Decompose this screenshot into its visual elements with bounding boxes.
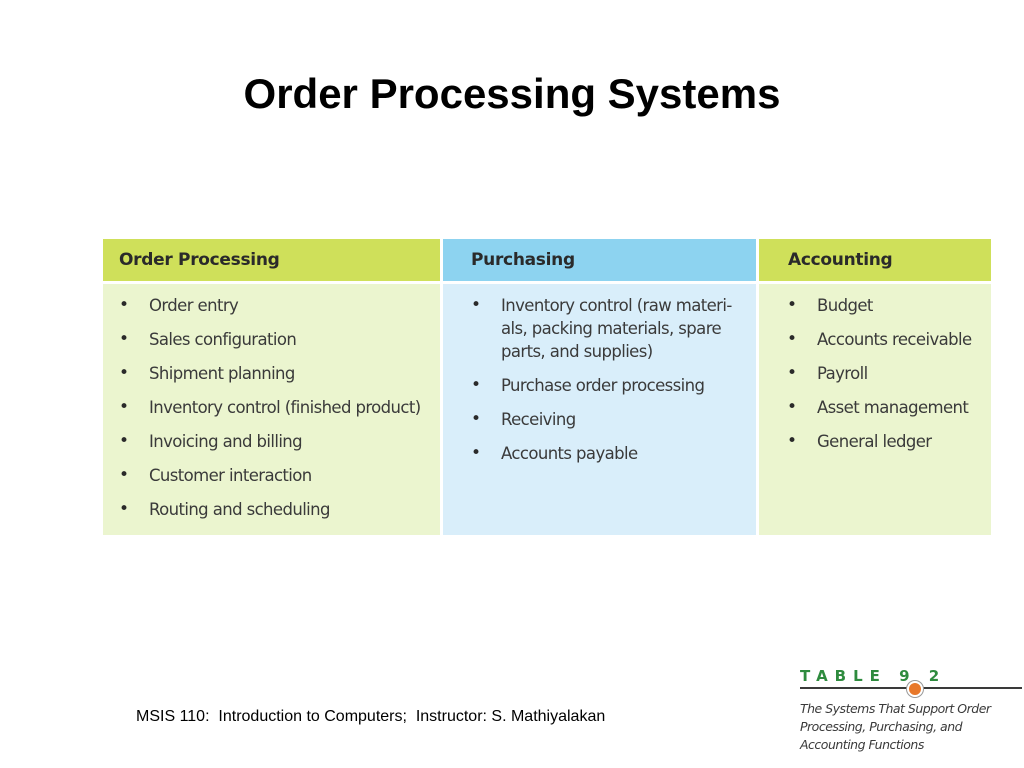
order-processing-list: Order entry Sales configuration Shipment…	[119, 294, 430, 521]
column-body-accounting: Budget Accounts receivable Payroll Asset…	[759, 284, 991, 535]
column-header-order-processing: Order Processing	[103, 239, 440, 281]
column-header-purchasing: Purchasing	[443, 239, 756, 281]
list-item: Invoicing and billing	[119, 430, 430, 453]
slide-footer: MSIS 110: Introduction to Computers; Ins…	[136, 708, 606, 725]
list-item: Sales configuration	[119, 328, 430, 351]
column-accounting: Accounting Budget Accounts receivable Pa…	[759, 239, 991, 535]
table-number-row: TABLE 9 2	[800, 667, 1024, 697]
list-item: Receiving	[471, 408, 740, 431]
list-item: General ledger	[787, 430, 981, 453]
list-item: Budget	[787, 294, 981, 317]
list-item: Inventory control (finished product)	[119, 396, 430, 419]
orange-dot-icon	[907, 681, 923, 697]
list-item: Routing and scheduling	[119, 498, 430, 521]
table-caption: The Systems That Support Order Processin…	[800, 701, 991, 752]
column-header-accounting: Accounting	[759, 239, 991, 281]
list-item: Accounts payable	[471, 442, 740, 465]
column-body-purchasing: Inventory control (raw materi-als, packi…	[443, 284, 756, 535]
list-item: Order entry	[119, 294, 430, 317]
slide-title: Order Processing Systems	[243, 70, 781, 117]
list-item: Purchase order processing	[471, 374, 740, 397]
list-item: Customer interaction	[119, 464, 430, 487]
list-item: Asset management	[787, 396, 981, 419]
systems-table: Order Processing Order entry Sales confi…	[103, 239, 991, 535]
table-number: TABLE 9 2	[800, 667, 947, 685]
table-label: TABLE 9 2 The Systems That Support Order…	[800, 667, 1024, 757]
accounting-list: Budget Accounts receivable Payroll Asset…	[787, 294, 981, 453]
column-purchasing: Purchasing Inventory control (raw materi…	[443, 239, 756, 535]
column-body-order-processing: Order entry Sales configuration Shipment…	[103, 284, 440, 535]
list-item: Shipment planning	[119, 362, 430, 385]
list-item: Payroll	[787, 362, 981, 385]
list-item: Accounts receivable	[787, 328, 981, 351]
purchasing-list: Inventory control (raw materi-als, packi…	[471, 294, 740, 465]
column-order-processing: Order Processing Order entry Sales confi…	[103, 239, 440, 535]
list-item: Inventory control (raw materi-als, packi…	[471, 294, 740, 363]
